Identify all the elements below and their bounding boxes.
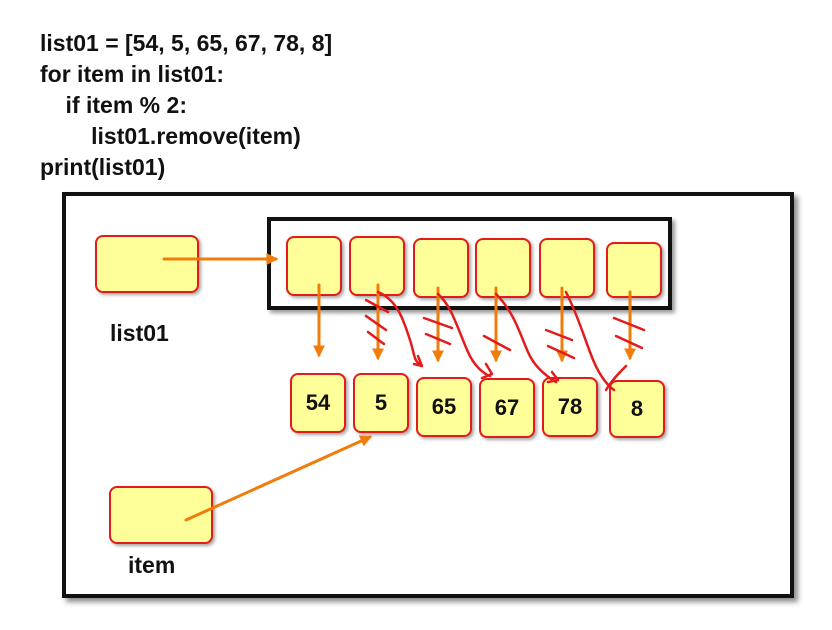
code-line-3: if item % 2: [40, 92, 187, 118]
code-block: list01 = [54, 5, 65, 67, 78, 8] for item… [40, 28, 332, 183]
value-box-65: 65 [416, 377, 472, 437]
code-line-5: print(list01) [40, 154, 166, 180]
list-slot-4 [539, 238, 595, 298]
value-box-78: 78 [542, 377, 598, 437]
hand-drawn-strikes [364, 290, 646, 392]
item-reference-arrow [184, 435, 373, 522]
value-box-54: 54 [290, 373, 346, 433]
code-line-4: list01.remove(item) [40, 123, 301, 149]
code-line-2: for item in list01: [40, 61, 225, 87]
memory-diagram-frame [62, 192, 794, 598]
value-box-8: 8 [609, 380, 665, 438]
list-slot-0 [286, 236, 342, 296]
list01-label: list01 [110, 320, 169, 346]
value-box-67: 67 [479, 378, 535, 438]
value-box-5: 5 [353, 373, 409, 433]
item-label: item [128, 552, 176, 578]
list-slot-5 [606, 242, 662, 298]
code-line-1: list01 = [54, 5, 65, 67, 78, 8] [40, 30, 333, 56]
list-slot-3 [475, 238, 531, 298]
list01-variable-box [95, 235, 199, 293]
